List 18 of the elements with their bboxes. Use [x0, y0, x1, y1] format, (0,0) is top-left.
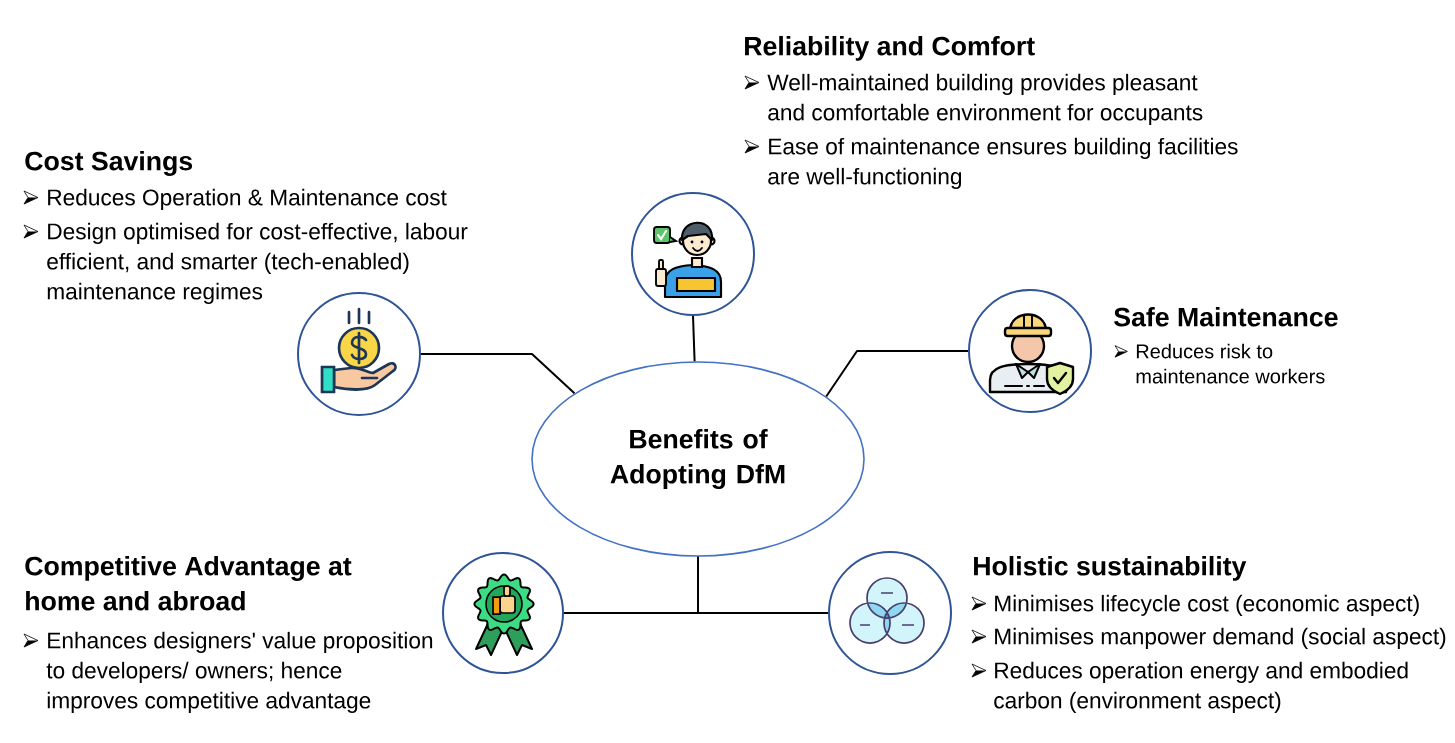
connector-line — [692, 315, 696, 363]
heading: Reliability and Comfort — [745, 35, 1035, 61]
connector-line — [825, 350, 969, 398]
heading: Holistic sustainability — [974, 555, 1247, 581]
bullet-text: Ease of maintenance ensures building facilities are well-functioning — [768, 137, 1238, 189]
connector-line — [420, 353, 576, 395]
bullet-text: Minimises lifecycle cost (economic aspect) — [995, 594, 1419, 616]
heading: Competitive Advantage at home and abroad — [25, 555, 352, 611]
connector-line — [697, 555, 829, 614]
bullet-text: Enhances designers' value proposition to developers/ owners; hence improves competitive advantage — [46, 631, 433, 713]
bullet-text: Reduces operation energy and embodied carbon (environment aspect) — [994, 661, 1408, 713]
bullet-text: Reduces Operation & Maintenance cost — [48, 188, 447, 210]
bullet-text: Well-maintained building provides pleasant and comfortable environment for occupants — [767, 73, 1203, 125]
heading: Cost Savings — [25, 150, 193, 176]
bullet-text: Design optimised for cost-effective, labour efficient, and smarter (tech-enabled) maintenance regimes — [47, 222, 468, 304]
bullet-text: Minimises manpower demand (social aspect) — [995, 627, 1446, 649]
heading: Safe Maintenance — [1114, 306, 1338, 327]
bullet-text: Reduces risk to maintenance workers — [1136, 343, 1325, 384]
